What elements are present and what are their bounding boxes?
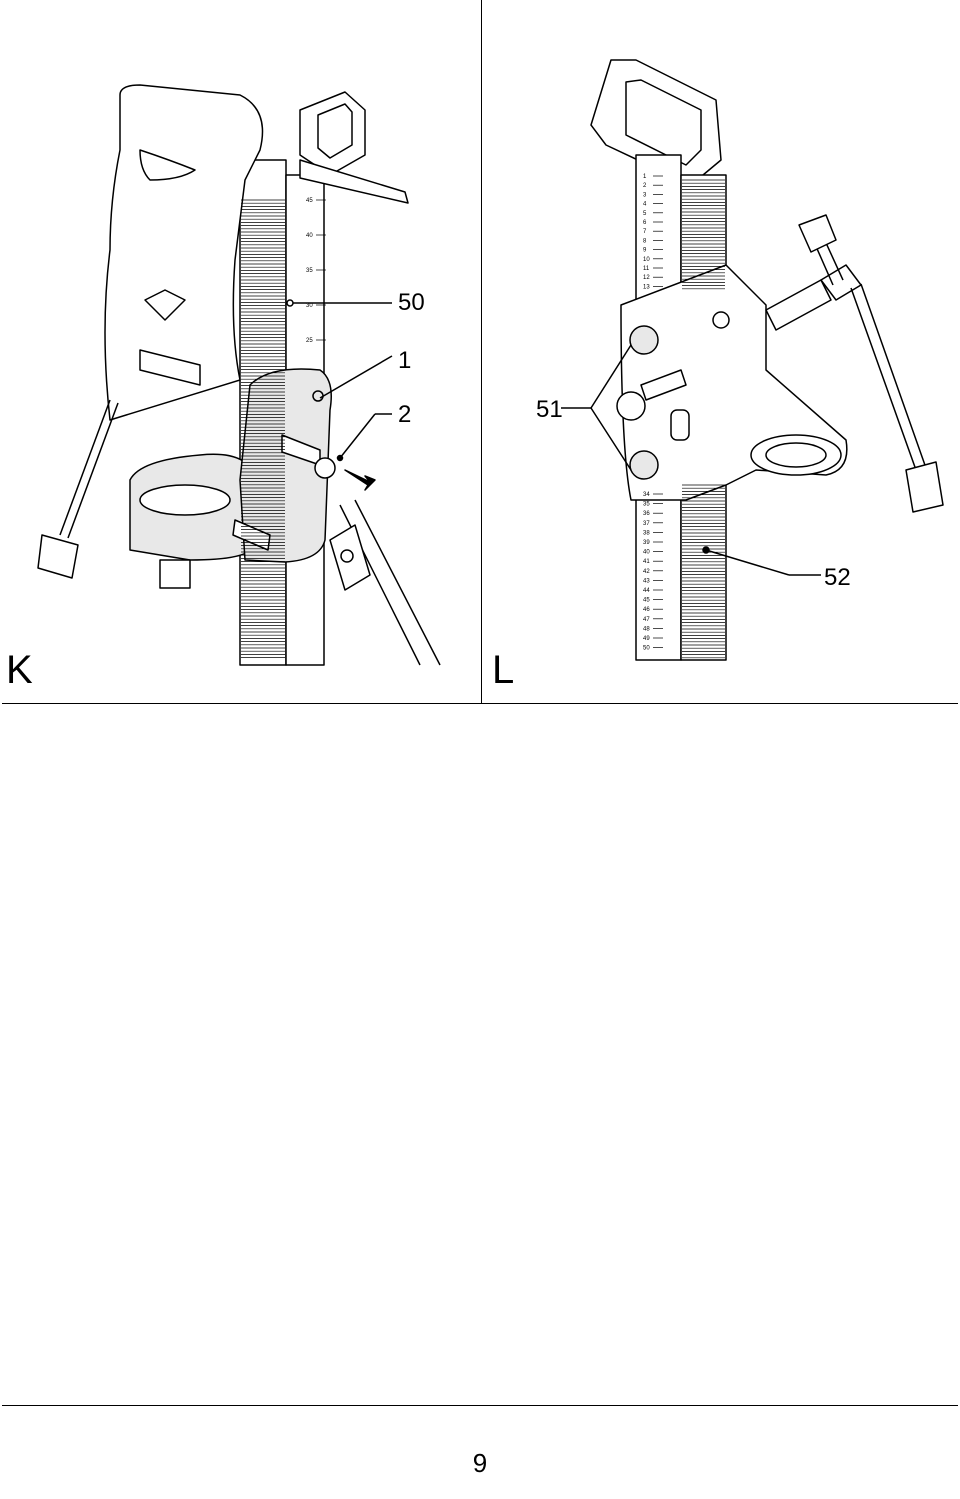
- scale-label: 36: [643, 511, 650, 517]
- callout-2: 2: [398, 401, 412, 428]
- scale-label: 2: [643, 183, 647, 189]
- scale-label: 13: [643, 284, 650, 290]
- scale-label: 45: [643, 598, 650, 604]
- scale-label: 6: [643, 220, 647, 226]
- scale-label: 42: [643, 569, 650, 575]
- scale-label: 9: [643, 248, 647, 254]
- scale-label: 35: [643, 502, 650, 508]
- scale-label: 7: [643, 229, 647, 235]
- figure-l-illustration: 1234567891011121334353637383940414243444…: [561, 59, 944, 661]
- scale-label: 37: [643, 521, 650, 527]
- scale-label: 8: [643, 238, 647, 244]
- scale-label: 5: [643, 211, 647, 217]
- scale-label: 40: [643, 550, 650, 556]
- figure-divider: [481, 0, 482, 703]
- callout-52: 52: [824, 564, 851, 591]
- scale-label: 10: [643, 257, 650, 263]
- scale-label: 35: [306, 268, 313, 274]
- scale-label: 47: [643, 617, 650, 623]
- scale-label: 1: [643, 174, 647, 180]
- scale-label: 46: [643, 607, 650, 613]
- scale-label: 39: [643, 540, 650, 546]
- callout-1: 1: [398, 347, 412, 374]
- scale-label: 49: [643, 636, 650, 642]
- scale-label: 3: [643, 192, 647, 198]
- callout-51: 51: [536, 396, 563, 423]
- scale-label: 34: [643, 492, 650, 498]
- scale-label: 30: [306, 303, 313, 309]
- scale-label: 45: [306, 198, 313, 204]
- figure-label-k: K: [6, 648, 33, 692]
- scale-label: 41: [643, 559, 650, 565]
- scale-label: 44: [643, 588, 650, 594]
- scale-label: 11: [643, 266, 650, 272]
- figure-k-illustration: 45 40 35 30 25: [37, 84, 441, 666]
- scale-label: 25: [306, 338, 313, 344]
- scale-label: 4: [643, 202, 647, 208]
- page-number: 9: [472, 1448, 488, 1478]
- top-figure-bottom-rule: [2, 703, 958, 704]
- scale-label: 43: [643, 578, 650, 584]
- scale-label: 40: [306, 233, 313, 239]
- scale-label: 50: [643, 646, 650, 652]
- scale-label: 12: [643, 275, 650, 281]
- scale-label: 38: [643, 530, 650, 536]
- figure-label-l: L: [492, 648, 515, 692]
- footer-rule: [2, 1405, 958, 1406]
- callout-50: 50: [398, 289, 425, 316]
- scale-label: 48: [643, 626, 650, 632]
